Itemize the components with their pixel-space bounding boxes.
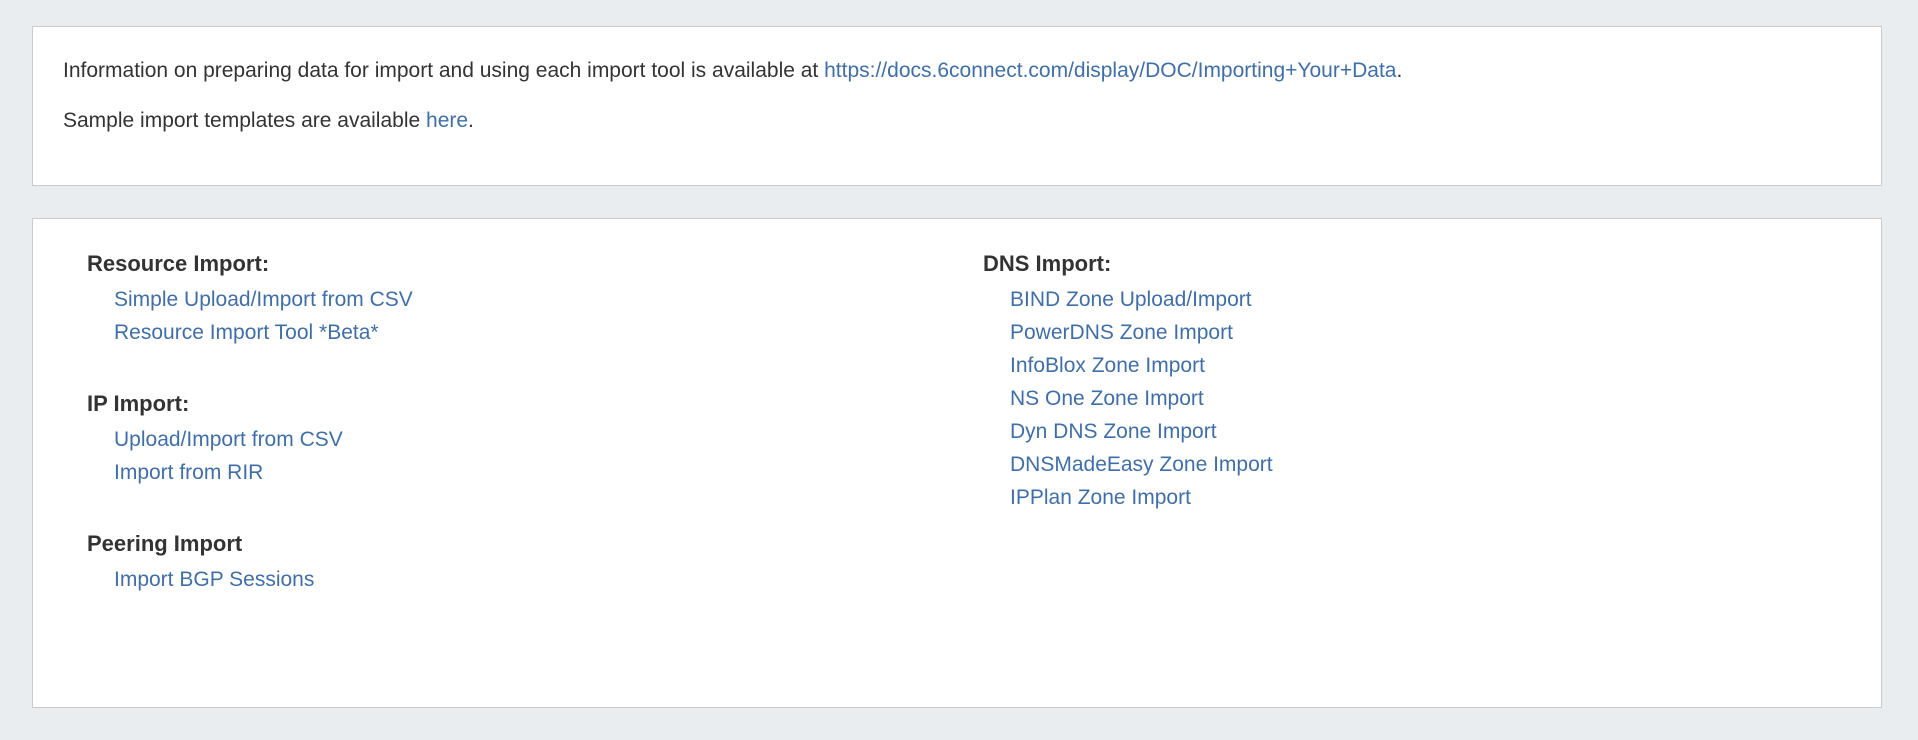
dyn-dns-zone-import-link[interactable]: Dyn DNS Zone Import bbox=[1010, 420, 1217, 443]
infoblox-zone-import-link[interactable]: InfoBlox Zone Import bbox=[1010, 354, 1205, 377]
ns-one-zone-import-link[interactable]: NS One Zone Import bbox=[1010, 387, 1204, 410]
resource-import-tool-beta-link[interactable]: Resource Import Tool *Beta* bbox=[114, 321, 379, 344]
list-item: Import BGP Sessions bbox=[114, 563, 959, 596]
templates-info-text-before: Sample import templates are available bbox=[63, 109, 427, 132]
documentation-link[interactable]: https://docs.6connect.com/display/DOC/Im… bbox=[824, 59, 1397, 82]
import-bgp-sessions-link[interactable]: Import BGP Sessions bbox=[114, 568, 315, 591]
peering-import-group: Peering Import Import BGP Sessions bbox=[87, 529, 959, 596]
ipplan-zone-import-link[interactable]: IPPlan Zone Import bbox=[1010, 486, 1191, 509]
bind-zone-upload-import-link[interactable]: BIND Zone Upload/Import bbox=[1010, 288, 1252, 311]
list-item: Dyn DNS Zone Import bbox=[1010, 415, 1855, 448]
powerdns-zone-import-link[interactable]: PowerDNS Zone Import bbox=[1010, 321, 1233, 344]
ip-import-link-list: Upload/Import from CSV Import from RIR bbox=[87, 423, 959, 489]
list-item: InfoBlox Zone Import bbox=[1010, 349, 1855, 382]
list-item: Resource Import Tool *Beta* bbox=[114, 316, 959, 349]
peering-import-link-list: Import BGP Sessions bbox=[87, 563, 959, 596]
list-item: Simple Upload/Import from CSV bbox=[114, 283, 959, 316]
ip-upload-import-from-csv-link[interactable]: Upload/Import from CSV bbox=[114, 428, 343, 451]
list-item: DNSMadeEasy Zone Import bbox=[1010, 448, 1855, 481]
resource-import-group: Resource Import: Simple Upload/Import fr… bbox=[87, 249, 959, 349]
dns-import-heading: DNS Import: bbox=[983, 251, 1112, 276]
list-item: BIND Zone Upload/Import bbox=[1010, 283, 1855, 316]
import-tools-columns: Resource Import: Simple Upload/Import fr… bbox=[63, 249, 1855, 596]
docs-info-text-after: . bbox=[1396, 59, 1403, 82]
ip-import-group: IP Import: Upload/Import from CSV Import… bbox=[87, 389, 959, 489]
list-item: IPPlan Zone Import bbox=[1010, 481, 1855, 514]
list-item: Import from RIR bbox=[114, 456, 959, 489]
resource-import-link-list: Simple Upload/Import from CSV Resource I… bbox=[87, 283, 959, 349]
import-tools-left-column: Resource Import: Simple Upload/Import fr… bbox=[63, 249, 959, 596]
templates-info-line: Sample import templates are available he… bbox=[63, 107, 1855, 135]
list-item: Upload/Import from CSV bbox=[114, 423, 959, 456]
list-item: NS One Zone Import bbox=[1010, 382, 1855, 415]
import-tools-right-column: DNS Import: BIND Zone Upload/Import Powe… bbox=[959, 249, 1855, 514]
import-tools-panel: Resource Import: Simple Upload/Import fr… bbox=[32, 218, 1882, 708]
dns-import-link-list: BIND Zone Upload/Import PowerDNS Zone Im… bbox=[983, 283, 1855, 514]
list-item: PowerDNS Zone Import bbox=[1010, 316, 1855, 349]
dnsmadeeasy-zone-import-link[interactable]: DNSMadeEasy Zone Import bbox=[1010, 453, 1273, 476]
documentation-info-panel: Information on preparing data for import… bbox=[32, 26, 1882, 186]
resource-import-heading: Resource Import: bbox=[87, 251, 270, 276]
simple-upload-import-from-csv-link[interactable]: Simple Upload/Import from CSV bbox=[114, 288, 413, 311]
ip-import-heading: IP Import: bbox=[87, 391, 190, 416]
dns-import-group: DNS Import: BIND Zone Upload/Import Powe… bbox=[983, 249, 1855, 514]
import-from-rir-link[interactable]: Import from RIR bbox=[114, 461, 264, 484]
peering-import-heading: Peering Import bbox=[87, 531, 243, 556]
docs-info-line: Information on preparing data for import… bbox=[63, 57, 1855, 85]
templates-info-text-after: . bbox=[468, 109, 474, 132]
docs-info-text-before: Information on preparing data for import… bbox=[63, 59, 825, 82]
sample-templates-link[interactable]: here bbox=[426, 109, 469, 132]
